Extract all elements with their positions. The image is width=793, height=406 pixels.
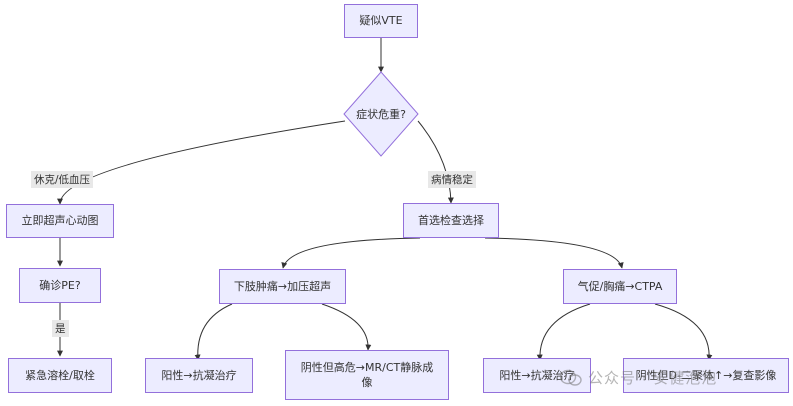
decision-diamond — [343, 71, 419, 157]
node-positive-anticoag-1: 阳性→抗凝治疗 — [145, 358, 253, 393]
node-thrombolysis: 紧急溶栓/取栓 — [8, 358, 112, 393]
edge-label-stable: 病情稳定 — [428, 171, 476, 188]
node-leg-pain: 下肢肿痛→加压超声 — [219, 269, 346, 304]
wechat-icon — [560, 369, 582, 386]
edge-dyspnea-positive2 — [536, 303, 591, 361]
node-negative-high-risk: 阴性但高危→MR/CT静脉成像 — [285, 350, 449, 400]
node-echo: 立即超声心动图 — [6, 204, 114, 238]
watermark: 公众号 · 安健泡泡 — [560, 367, 717, 388]
edge-dyspnea-ddimer — [654, 303, 713, 361]
edge-label-yes: 是 — [52, 320, 69, 337]
edge-label-shock: 休克/低血压 — [31, 171, 94, 188]
node-negative-ddimer: 阴性但D-二聚体↑→复查影像 — [623, 358, 789, 393]
node-dyspnea: 气促/胸痛→CTPA — [563, 269, 677, 304]
node-first-choice: 首选检查选择 — [403, 203, 499, 238]
decision-label: 症状危重? — [356, 108, 406, 121]
node-start: 疑似VTE — [344, 4, 418, 38]
node-positive-anticoag-2: 阳性→抗凝治疗 — [483, 358, 591, 393]
node-confirm-pe: 确诊PE? — [19, 268, 101, 303]
edge-firstchoice-dyspnea — [484, 237, 624, 269]
edge-decision-firstchoice — [417, 120, 454, 204]
edge-firstchoice-leg — [281, 237, 421, 269]
edge-leg-positive1 — [194, 303, 233, 361]
edge-leg-negative — [321, 303, 372, 351]
edge-decision-echo — [57, 120, 346, 205]
watermark-text: 公众号 · 安健泡泡 — [588, 369, 718, 387]
